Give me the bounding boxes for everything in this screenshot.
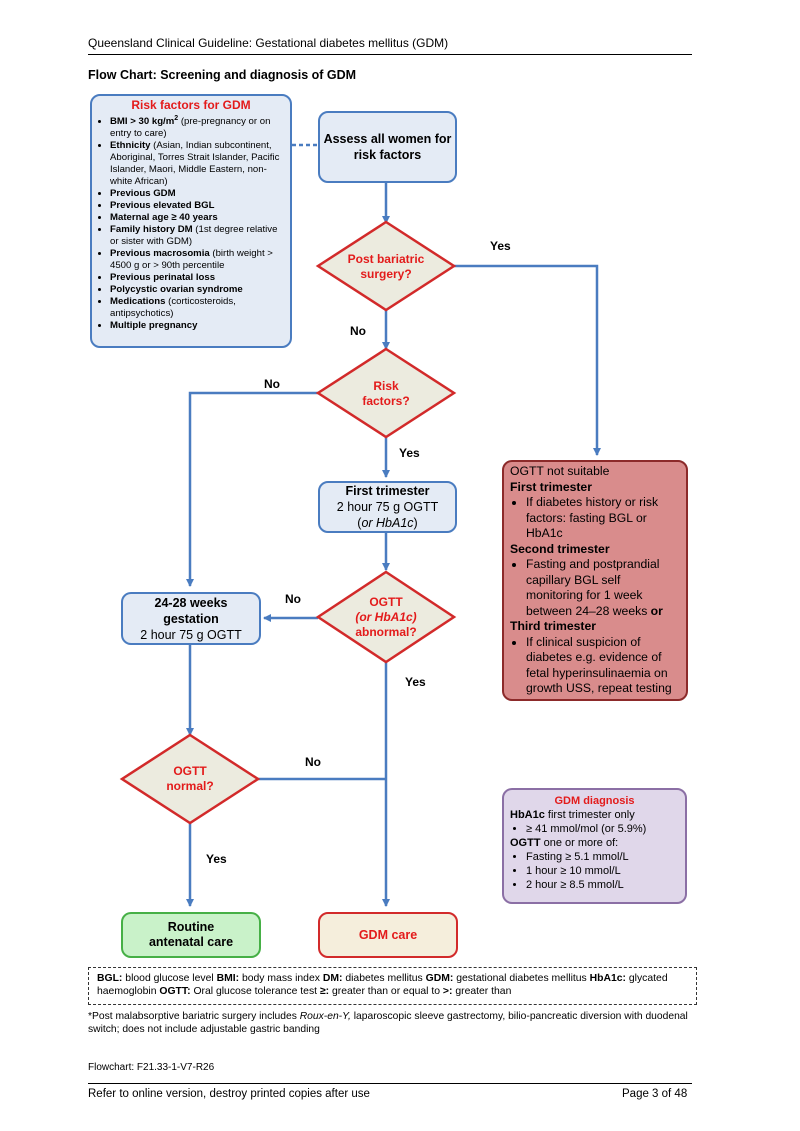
label-ogtt-normal-yes: Yes xyxy=(206,852,227,866)
abbreviation-definition: gestational diabetes mellitus xyxy=(453,973,590,984)
gdm-dx-ogtt-item: Fasting ≥ 5.1 mmol/L xyxy=(526,850,679,864)
abbreviation-term: BGL: xyxy=(97,973,123,984)
risk-factor-item: Previous GDM xyxy=(110,188,286,200)
abbreviation-term: GDM: xyxy=(425,973,454,984)
risk-factor-item: Maternal age ≥ 40 years xyxy=(110,212,286,224)
abbreviation-definition: greater than xyxy=(452,986,512,997)
risk-factors-list: BMI > 30 kg/m2 (pre-pregnancy or on entr… xyxy=(96,113,286,332)
abbreviation-term: BMI: xyxy=(216,973,240,984)
risk-factor-item: Polycystic ovarian syndrome xyxy=(110,284,286,296)
ogtt-ns-first-item: If diabetes history or risk factors: fas… xyxy=(526,495,680,542)
label-ogtt-abnormal-yes: Yes xyxy=(405,675,426,689)
label-ogtt-normal-no: No xyxy=(305,755,321,769)
abbreviation-term: HbA1c: xyxy=(589,973,627,984)
flowchart-id: Flowchart: F21.33-1-V7-R26 xyxy=(88,1062,215,1073)
abbreviation-definition: body mass index xyxy=(239,973,323,984)
label-bariatric-yes: Yes xyxy=(490,239,511,253)
abbreviation-definition: diabetes mellitus xyxy=(342,973,426,984)
abbreviation-term: >: xyxy=(442,986,453,997)
abbreviation-definition: blood glucose level xyxy=(122,973,217,984)
routine-antenatal-care-box: Routine antenatal care xyxy=(121,912,261,958)
risk-factor-item: Ethnicity (Asian, Indian subcontinent, A… xyxy=(110,140,286,188)
label-ogtt-abnormal-no: No xyxy=(285,592,301,606)
risk-factor-item: Previous macrosomia (birth weight > 4500… xyxy=(110,248,286,272)
risk-factors-box: Risk factors for GDM BMI > 30 kg/m2 (pre… xyxy=(90,94,292,348)
risk-factor-item: BMI > 30 kg/m2 (pre-pregnancy or on entr… xyxy=(110,113,286,140)
footnote: *Post malabsorptive bariatric surgery in… xyxy=(88,1011,688,1035)
decision-diamond-ogtt-normal xyxy=(119,733,261,825)
ogtt-ns-third-head: Third trimester xyxy=(510,619,597,633)
decision-ogtt-abnormal-label: OGTT (or HbA1c) abnormal? xyxy=(355,595,417,639)
gestation-subheading: gestation xyxy=(163,611,219,626)
ogtt-ns-title: OGTT not suitable xyxy=(510,464,610,478)
gdm-dx-ogtt-item: 1 hour ≥ 10 mmol/L xyxy=(526,864,679,878)
first-trimester-alt: (or HbA1c) xyxy=(357,516,418,530)
abbreviation-definition: greater than or equal to xyxy=(329,986,443,997)
footer-notice: Refer to online version, destroy printed… xyxy=(88,1088,370,1100)
assess-line-2: risk factors xyxy=(353,148,422,162)
chart-title: Flow Chart: Screening and diagnosis of G… xyxy=(88,68,357,82)
running-header: Queensland Clinical Guideline: Gestation… xyxy=(88,36,449,50)
label-bariatric-no: No xyxy=(350,324,366,338)
gestation-ogtt-box: 24-28 weeks gestation 2 hour 75 g OGTT xyxy=(121,592,261,645)
footer-rule xyxy=(88,1083,692,1084)
abbreviation-definition: glycated haemoglobin xyxy=(97,973,668,997)
gdm-dx-hba1c-item: ≥ 41 mmol/mol (or 5.9%) xyxy=(526,822,679,836)
gdm-care-box: GDM care xyxy=(318,912,458,958)
ogtt-ns-first-head: First trimester xyxy=(510,479,592,494)
first-trimester-heading: First trimester xyxy=(345,484,430,498)
abbreviation-term: DM: xyxy=(322,973,343,984)
risk-factor-item: Family history DM (1st degree relative o… xyxy=(110,224,286,248)
risk-factor-item: Previous elevated BGL xyxy=(110,200,286,212)
connector-risk-no xyxy=(186,391,318,587)
assess-line-1: Assess all women for xyxy=(323,132,452,146)
gestation-heading: 24-28 weeks xyxy=(154,595,228,610)
header-rule xyxy=(88,54,692,55)
gdm-dx-hba1c: HbA1c first trimester only xyxy=(510,809,635,821)
gestation-test: 2 hour 75 g OGTT xyxy=(140,627,242,642)
gdm-care-label: GDM care xyxy=(358,928,418,942)
risk-factor-item: Previous perinatal loss xyxy=(110,272,286,284)
risk-factor-item: Multiple pregnancy xyxy=(110,320,286,332)
risk-factors-title: Risk factors for GDM xyxy=(131,98,251,112)
assess-risk-box: Assess all women for risk factors xyxy=(318,111,457,183)
ogtt-not-suitable-box: OGTT not suitable First trimester If dia… xyxy=(502,460,688,701)
gdm-dx-ogtt-item: 2 hour ≥ 8.5 mmol/L xyxy=(526,878,679,892)
decision-diamond-risk xyxy=(315,347,457,439)
label-risk-yes: Yes xyxy=(399,446,420,460)
ogtt-ns-third-item: If clinical suspicion of diabetes e.g. e… xyxy=(526,635,680,697)
decision-diamond-ogtt-abnormal xyxy=(315,570,457,664)
label-risk-no: No xyxy=(264,377,280,391)
page-number: Page 3 of 48 xyxy=(622,1088,688,1100)
routine-line-1: Routine xyxy=(167,920,215,934)
gdm-diagnosis-title: GDM diagnosis xyxy=(554,795,635,807)
connector-bariatric-yes xyxy=(454,264,601,456)
decision-diamond-bariatric xyxy=(315,220,457,312)
abbreviation-definition: Oral glucose tolerance test xyxy=(190,986,320,997)
risk-factor-item: Medications (corticosteroids, antipsycho… xyxy=(110,296,286,320)
abbreviation-term: OGTT: xyxy=(159,986,191,997)
ogtt-ns-second-head: Second trimester xyxy=(510,541,610,556)
gdm-diagnosis-box: GDM diagnosis HbA1c first trimester only… xyxy=(502,788,687,904)
first-trimester-ogtt-box: First trimester 2 hour 75 g OGTT (or HbA… xyxy=(318,481,457,533)
gdm-dx-ogtt: OGTT one or more of: xyxy=(510,837,619,849)
abbreviation-term: ≥: xyxy=(319,986,330,997)
first-trimester-test: 2 hour 75 g OGTT xyxy=(336,500,439,514)
ogtt-ns-second-item: Fasting and postprandial capillary BGL s… xyxy=(526,557,680,619)
abbreviations-box: BGL: blood glucose level BMI: body mass … xyxy=(88,967,697,1005)
routine-line-2: antenatal care xyxy=(148,935,234,949)
